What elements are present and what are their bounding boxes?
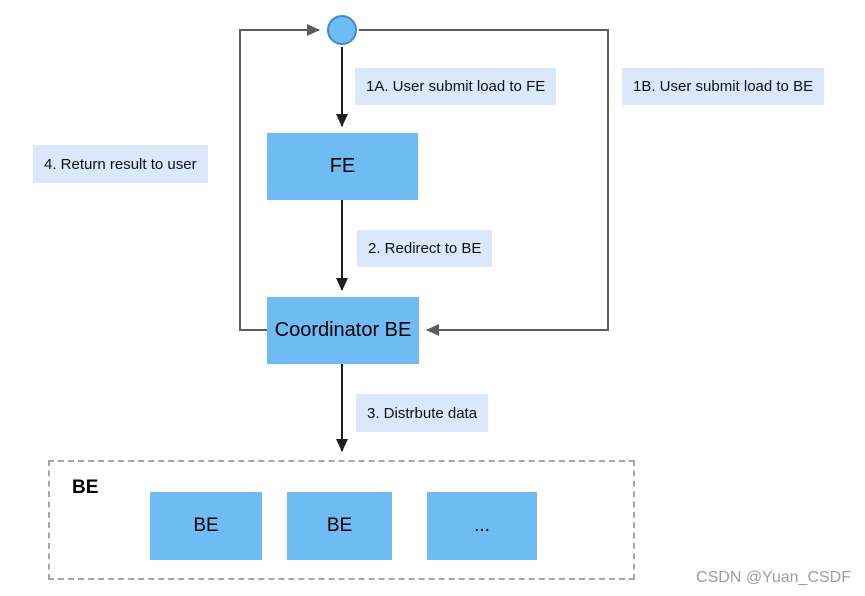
be-node-1-label: BE [193,515,219,536]
be-node-3: ... [427,492,537,560]
be-node-3-label: ... [474,515,490,536]
annotation-step-2: 2. Redirect to BE [357,230,493,267]
annotation-step-3-text: 3. Distrbute data [367,404,478,422]
be-node-1: BE [150,492,262,560]
fe-node-label: FE [329,155,356,177]
annotation-step-4-text: 4. Return result to user [44,155,197,173]
annotation-step-3: 3. Distrbute data [356,394,489,432]
fe-node: FE [267,133,418,200]
annotation-step-1b-text: 1B. User submit load to BE [633,78,814,95]
be-group-container: BE BE BE ... [48,460,635,580]
start-circle-node [327,15,357,45]
coordinator-be-node: Coordinator BE [267,297,419,364]
be-node-2-label: BE [326,515,353,536]
watermark-text: CSDN @Yuan_CSDF [696,569,851,586]
annotation-step-1a: 1A. User submit load to FE [355,68,557,105]
annotation-step-4: 4. Return result to user [33,145,208,183]
be-node-2: BE [287,492,392,560]
annotation-step-1b: 1B. User submit load to BE [622,68,825,105]
be-group-label: BE [72,477,99,498]
annotation-step-1a-text: 1A. User submit load to FE [366,78,546,95]
annotation-step-2-text: 2. Redirect to BE [368,240,482,257]
coordinator-be-node-label: Coordinator BE [274,319,412,341]
